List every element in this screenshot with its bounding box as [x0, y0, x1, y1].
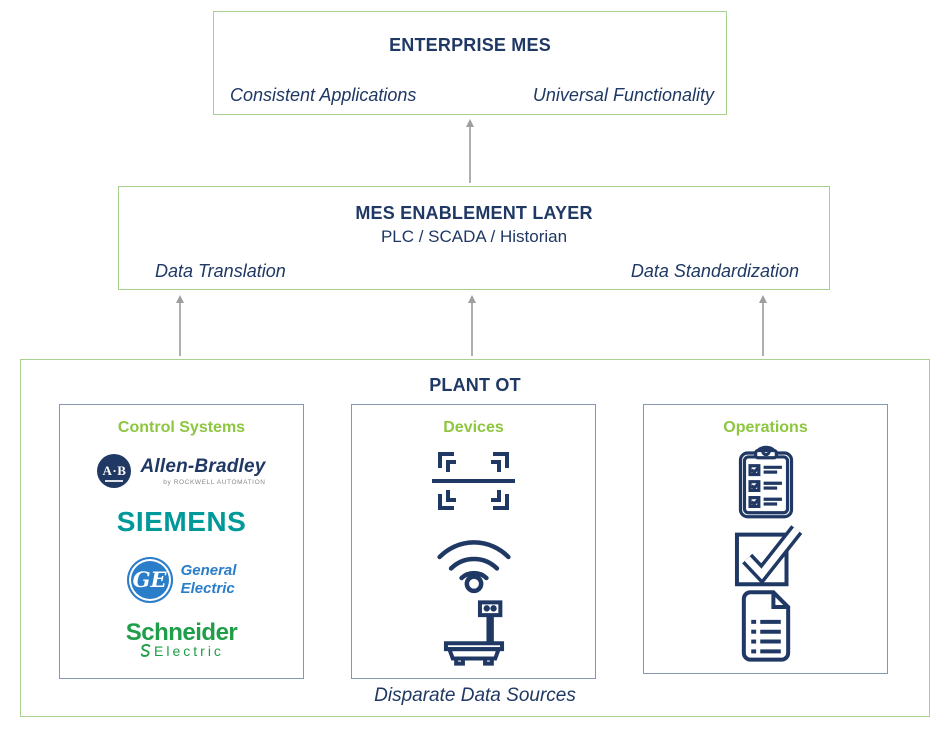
ge-monogram-icon: GE [126, 556, 173, 603]
control-systems-box: Control Systems A·B Allen-Bradley by ROC… [59, 404, 304, 679]
arrow-plant-to-enablement-right [759, 295, 767, 356]
general-electric-logo: GE General Electric [126, 556, 237, 603]
data-translation-label: Data Translation [155, 261, 286, 281]
devices-box: Devices [351, 404, 596, 679]
plc-scada-historian-label: PLC / SCADA / Historian [380, 227, 568, 246]
ge-name-line2: Electric [180, 579, 235, 597]
arrow-enablement-to-enterprise [466, 119, 474, 183]
plant-ot-box: PLANT OT Control Systems A·B Allen-Bradl… [20, 359, 930, 717]
consistent-applications-label: Consistent Applications [230, 85, 417, 105]
schneider-name: Schneider [125, 618, 238, 646]
rockwell-automation-byline: by ROCKWELL AUTOMATION [163, 479, 266, 487]
mes-enablement-title: MES ENABLEMENT LAYER [355, 203, 593, 223]
schneider-sub-name: Electric [154, 642, 224, 659]
checkbox-checked-icon [726, 521, 806, 589]
mes-enablement-box: MES ENABLEMENT LAYER PLC / SCADA / Histo… [118, 186, 830, 290]
arrow-plant-to-enablement-center [468, 295, 476, 356]
allen-bradley-logo: A·B Allen-Bradley by ROCKWELL AUTOMATION [97, 454, 266, 489]
disparate-data-sources-label: Disparate Data Sources [374, 685, 576, 706]
plant-ot-title: PLANT OT [429, 375, 521, 395]
allen-bradley-badge-icon: A·B [97, 454, 132, 489]
barcode-scan-icon [426, 446, 521, 516]
allen-bradley-name: Allen-Bradley [140, 456, 266, 478]
industrial-scale-icon [435, 599, 513, 667]
schneider-electric-logo: Schneider Electric [125, 618, 238, 659]
arrow-plant-to-enablement-left [176, 295, 184, 356]
siemens-logo: SIEMENS [116, 506, 247, 538]
wifi-icon [431, 518, 517, 596]
control-systems-title: Control Systems [117, 419, 246, 436]
document-lines-icon [734, 589, 798, 663]
ge-name-line1: General [180, 562, 237, 580]
schneider-s-icon [140, 644, 151, 658]
clipboard-checklist-icon [732, 445, 800, 521]
universal-functionality-label: Universal Functionality [532, 85, 714, 105]
enterprise-mes-title: ENTERPRISE MES [389, 35, 551, 55]
operations-box: Operations [643, 404, 888, 674]
devices-title: Devices [443, 419, 504, 436]
enterprise-mes-box: ENTERPRISE MES Consistent Applications U… [213, 11, 727, 115]
data-standardization-label: Data Standardization [630, 261, 799, 281]
operations-title: Operations [723, 419, 808, 436]
